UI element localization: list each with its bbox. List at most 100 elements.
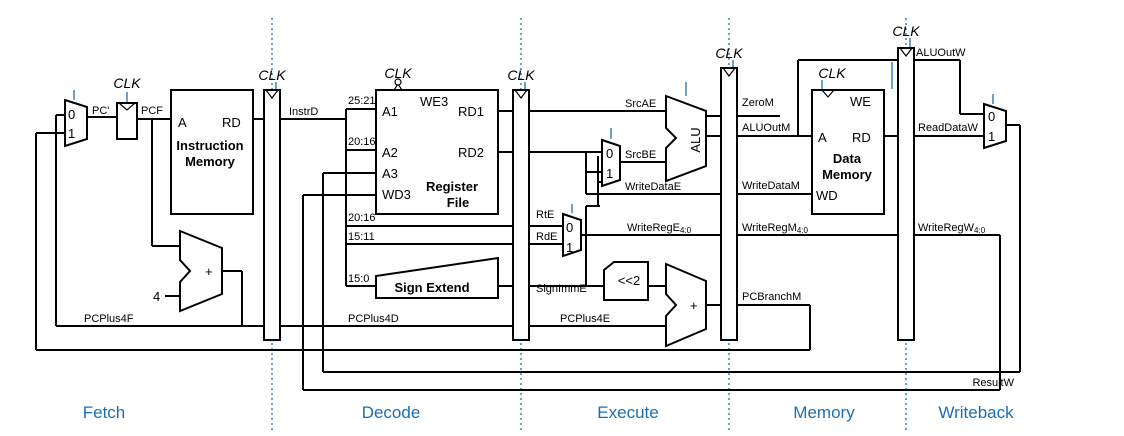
mux-input-1-label: 1 — [606, 166, 613, 181]
dmem-port-rd: RD — [852, 130, 871, 145]
signal-writedatam: WriteDataM — [742, 180, 800, 192]
sign-extend-label: Sign Extend — [394, 280, 469, 295]
signal-srcbe: SrcBE — [625, 149, 656, 161]
pc-adder-symbol: + — [205, 264, 213, 279]
stage-label-writeback: Writeback — [938, 403, 1014, 422]
clock-edge-icon — [899, 47, 913, 57]
branch-adder: + — [665, 262, 707, 348]
signal-writeregm-subscript: 4:0 — [797, 226, 809, 235]
clock-edge-icon — [265, 89, 279, 99]
clk-label-pc: CLK — [113, 75, 141, 91]
signal-pcplus4f: PCPlus4F — [84, 313, 134, 325]
clock-edge-icon — [722, 67, 736, 77]
mux-input-0-label: 0 — [988, 109, 995, 124]
signal-field-15-0: 15:0 — [348, 273, 369, 285]
signal-srcae: SrcAE — [625, 98, 656, 110]
dmem-port-we: WE — [850, 94, 871, 109]
signal-field-25-21: 25:21 — [348, 95, 376, 107]
imem-title-line2: Memory — [185, 154, 236, 169]
result-mux: 0 1 — [983, 102, 1007, 150]
signal-rte: RtE — [536, 209, 554, 221]
clk-label-mw: CLK — [892, 23, 920, 39]
signal-pcf: PCF — [141, 105, 163, 117]
regdst-mux: 0 1 — [562, 212, 582, 258]
mux-input-1-label: 1 — [988, 129, 995, 144]
signal-writeregw-subscript: 4:0 — [974, 226, 986, 235]
signal-pcbranchm: PCBranchM — [742, 291, 801, 303]
signal-resultw: ResultW — [972, 377, 1014, 389]
pc-adder: + 4 — [153, 229, 223, 313]
shift-label: <<2 — [618, 273, 640, 288]
register-file: A1 A2 A3 WD3 WE3 RD1 RD2 Register File — [375, 78, 499, 215]
imem-port-rd: RD — [222, 115, 241, 130]
signal-writeregm-text: WriteRegM — [742, 222, 797, 234]
clk-label-de: CLK — [507, 67, 535, 83]
pc-register — [116, 102, 138, 140]
imem-title-line1: Instruction — [176, 138, 243, 153]
data-memory: A RD WE WD Data Memory — [811, 89, 885, 215]
regfile-port-rd2: RD2 — [458, 145, 484, 160]
instruction-memory: A RD Instruction Memory — [170, 89, 254, 215]
signal-writedatae: WriteDataE — [625, 181, 681, 193]
mux-input-1-label: 1 — [68, 126, 75, 141]
clock-edge-icon — [514, 89, 528, 99]
mux-input-0-label: 0 — [566, 220, 573, 235]
signal-zerom: ZeroM — [742, 97, 774, 109]
pipeline-register-de — [512, 89, 530, 341]
alu-label: ALU — [688, 127, 703, 152]
dmem-port-wd: WD — [816, 188, 838, 203]
dmem-title-line1: Data — [833, 151, 862, 166]
stage-label-decode: Decode — [362, 403, 421, 422]
stage-separators — [271, 18, 907, 430]
signal-rde: RdE — [536, 231, 557, 243]
signal-pcplus4e: PCPlus4E — [560, 313, 610, 325]
signal-signimme: SignImmE — [536, 283, 587, 295]
imem-port-a: A — [178, 115, 187, 130]
mux-input-1-label: 1 — [566, 240, 573, 255]
signal-field-20-16-rt: 20:16 — [348, 136, 376, 148]
regfile-port-rd1: RD1 — [458, 104, 484, 119]
wires — [35, 59, 1021, 391]
signal-readdataw: ReadDataW — [918, 122, 979, 134]
pipeline-register-fd — [263, 89, 281, 341]
stage-label-fetch: Fetch — [83, 403, 126, 422]
pipeline-register-em — [720, 67, 738, 341]
srcb-mux: 0 1 — [601, 138, 621, 188]
mux-input-0-label: 0 — [68, 107, 75, 122]
regfile-port-a2: A2 — [382, 145, 398, 160]
signal-writerege: WriteRegE4:0 — [627, 222, 692, 235]
signal-aluoutm: ALUOutM — [742, 122, 790, 134]
clk-label-dmem: CLK — [818, 65, 846, 81]
clock-edge-icon — [821, 89, 835, 98]
clk-label-regfile: CLK — [384, 65, 412, 81]
clock-edge-icon — [118, 102, 136, 111]
clk-label-fd: CLK — [258, 67, 286, 83]
regfile-port-wd3: WD3 — [382, 187, 411, 202]
signal-labels: PC' PCF InstrD 25:21 20:16 20:16 15:11 1… — [84, 47, 1015, 389]
pc-mux: 0 1 — [64, 98, 88, 148]
signal-field-20-16: 20:16 — [348, 212, 376, 224]
branch-adder-symbol: + — [690, 298, 698, 313]
sign-extend: Sign Extend — [375, 256, 499, 299]
stage-label-memory: Memory — [793, 403, 855, 422]
signal-writeregm: WriteRegM4:0 — [742, 222, 808, 235]
signal-writeregw: WriteRegW4:0 — [918, 222, 986, 235]
clk-label-em: CLK — [715, 45, 743, 61]
regfile-port-we3: WE3 — [420, 94, 448, 109]
alu: ALU — [665, 94, 707, 183]
regfile-port-a1: A1 — [382, 104, 398, 119]
regfile-title-line2: File — [447, 195, 469, 210]
signal-field-15-11: 15:11 — [348, 231, 375, 243]
pipeline-register-mw — [897, 47, 915, 341]
mux-input-0-label: 0 — [606, 146, 613, 161]
signal-instrd: InstrD — [289, 106, 318, 118]
shift-left-2: <<2 — [603, 261, 649, 301]
dmem-port-a: A — [818, 130, 827, 145]
signal-writeregw-text: WriteRegW — [918, 222, 975, 234]
clock-labels: CLK CLK CLK CLK CLK CLK CLK — [73, 23, 994, 213]
signal-pcplus4d: PCPlus4D — [348, 313, 399, 325]
dmem-title-line2: Memory — [822, 167, 873, 182]
signal-writerege-text: WriteRegE — [627, 222, 680, 234]
regfile-title-line1: Register — [426, 179, 478, 194]
